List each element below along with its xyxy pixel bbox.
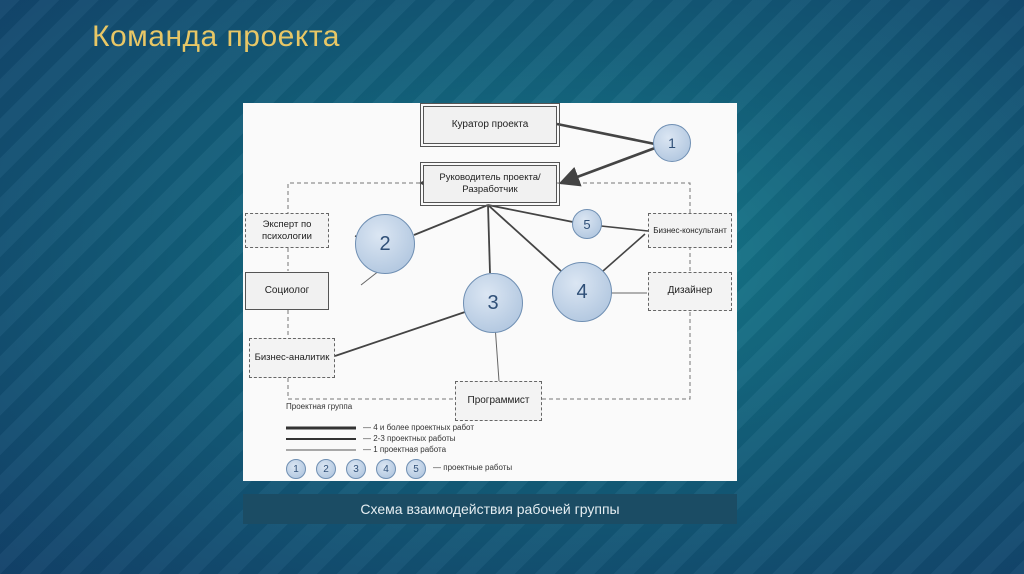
box-designer: Дизайнер	[648, 272, 732, 311]
diagram-panel: Куратор проекта Руководитель проекта/ Ра…	[243, 103, 737, 481]
legend-circles-text: проектные работы	[443, 463, 513, 472]
legend-circle-5: 5	[406, 459, 426, 479]
legend-circle-1: 1	[286, 459, 306, 479]
legend-thick-text: 4 и более проектных работ	[373, 423, 474, 432]
box-sociolog: Социолог	[245, 272, 329, 310]
legend-thin-label: — 1 проектная работа	[363, 445, 447, 454]
legend-medium-label: — 2-3 проектных работы	[363, 434, 456, 443]
legend-thin-text: 1 проектная работа	[373, 445, 447, 454]
box-programmer: Программист	[455, 381, 542, 421]
box-leader: Руководитель проекта/ Разработчик	[420, 162, 560, 206]
group-label: Проектная группа	[286, 402, 353, 411]
circle-3: 3	[463, 273, 523, 333]
circle-1: 1	[653, 124, 691, 162]
box-analyst: Бизнес-аналитик	[249, 338, 335, 378]
legend-circle-2: 2	[316, 459, 336, 479]
diagram-caption: Схема взаимодействия рабочей группы	[243, 494, 737, 524]
box-psych: Эксперт по психологии	[245, 213, 329, 248]
legend-circle-3: 3	[346, 459, 366, 479]
slide-title: Команда проекта	[92, 20, 340, 53]
box-curator: Куратор проекта	[420, 103, 560, 147]
circle-4: 4	[552, 262, 612, 322]
legend-thick-label: — 4 и более проектных работ	[363, 423, 474, 432]
legend-medium-text: 2-3 проектных работы	[373, 434, 456, 443]
box-consultant: Бизнес-консультант	[648, 213, 732, 248]
legend-circles-label: — проектные работы	[433, 463, 513, 472]
circle-2: 2	[355, 214, 415, 274]
circle-5: 5	[572, 209, 602, 239]
legend-circle-4: 4	[376, 459, 396, 479]
